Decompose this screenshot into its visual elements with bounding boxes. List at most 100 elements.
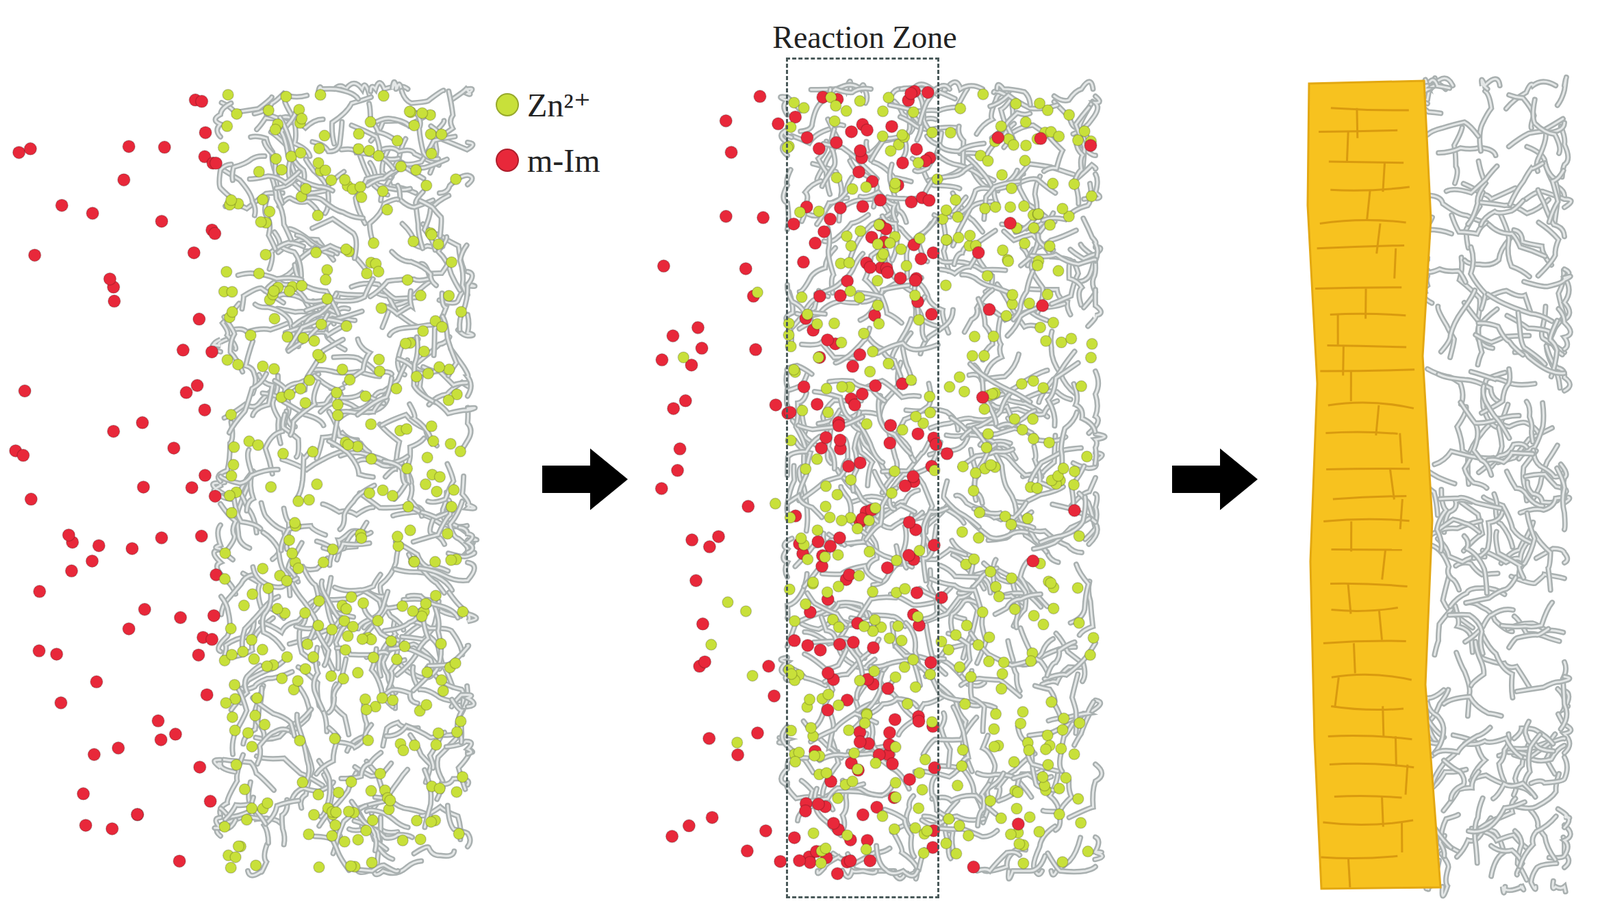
membrane-fiber — [1493, 783, 1536, 799]
crystal-boundary — [1326, 468, 1410, 469]
zinc-ion — [240, 814, 252, 825]
methylimidazole — [122, 622, 135, 635]
membrane-fiber — [1482, 385, 1509, 439]
methylimidazole — [207, 609, 220, 622]
zinc-ion — [281, 651, 293, 663]
membrane-fiber-highlight — [392, 510, 453, 517]
crystal-boundary — [1382, 161, 1386, 192]
membrane-fiber — [389, 324, 437, 335]
zinc-ion — [259, 718, 271, 730]
crystal-boundary — [1390, 469, 1395, 500]
crystal-boundary — [1348, 857, 1351, 888]
zinc-ion — [245, 329, 257, 341]
zinc-ion — [242, 727, 254, 739]
membrane-fiber — [822, 566, 882, 582]
zinc-ion — [450, 173, 462, 185]
methylimidazole — [55, 199, 68, 212]
crystal-boundary — [1355, 108, 1359, 139]
membrane-fiber-highlight — [281, 525, 326, 551]
membrane-fiber-highlight — [797, 780, 813, 821]
crystal-boundary — [1317, 245, 1405, 248]
membrane-fiber — [1068, 260, 1082, 305]
zinc-ion — [303, 494, 315, 506]
membrane-fiber — [1520, 497, 1566, 513]
membrane-fiber — [391, 251, 437, 286]
methylimidazole — [136, 416, 149, 429]
methylimidazole — [195, 95, 209, 108]
crystal-boundary — [1328, 402, 1414, 409]
membrane-fiber-highlight — [357, 377, 392, 415]
membrane-fiber — [238, 273, 302, 281]
membrane-fiber — [292, 583, 317, 644]
membrane-fiber-highlight — [798, 416, 863, 430]
membrane-fiber-highlight — [1526, 401, 1533, 443]
membrane-fiber — [401, 90, 444, 104]
zinc-ion — [437, 685, 449, 697]
membrane-fiber-highlight — [297, 714, 310, 782]
zinc-ion — [345, 860, 357, 872]
membrane-fiber — [1481, 78, 1501, 90]
membrane-fiber-highlight — [983, 181, 1019, 220]
membrane-fiber-highlight — [1506, 471, 1544, 507]
methylimidazole — [193, 760, 207, 773]
crystal-boundary — [1334, 795, 1403, 798]
membrane-fiber — [414, 846, 455, 856]
zinc-ion — [408, 555, 420, 567]
crystal-boundary — [1327, 345, 1407, 348]
membrane-fiber-highlight — [1509, 163, 1543, 205]
crystal-boundary — [1350, 371, 1353, 402]
zinc-ion — [340, 644, 352, 656]
membrane-fiber-highlight — [451, 89, 473, 101]
crystal-boundary — [1346, 132, 1349, 163]
membrane-fiber — [1508, 95, 1535, 129]
membrane-fiber-highlight — [1438, 147, 1496, 156]
zinc-ion — [317, 556, 329, 568]
membrane-fiber — [1519, 816, 1557, 867]
crystal-boundary — [1329, 763, 1414, 767]
membrane-fiber — [1449, 614, 1483, 654]
zinc-ion — [249, 709, 261, 721]
zinc-ion — [257, 360, 269, 372]
methylimidazole — [193, 312, 206, 326]
crystal-boundary — [1350, 521, 1353, 552]
methylimidazole — [33, 585, 46, 598]
crystal-boundary — [1395, 735, 1396, 767]
membrane-fiber — [1427, 269, 1466, 283]
methylimidazole — [208, 227, 222, 240]
membrane-fiber-highlight — [835, 328, 871, 364]
zinc-ion — [451, 726, 463, 738]
zinc-ion — [340, 603, 352, 615]
membrane-fiber — [1530, 757, 1568, 784]
membrane-fiber-highlight — [1441, 853, 1449, 897]
zinc-ion — [375, 302, 387, 314]
membrane-fiber-highlight — [1508, 95, 1535, 129]
methylimidazole — [174, 611, 187, 624]
zinc-ion — [308, 651, 320, 663]
membrane-fiber — [1095, 434, 1106, 465]
membrane-fiber-highlight — [829, 711, 842, 758]
membrane-fiber-highlight — [866, 698, 917, 715]
membrane-fiber-highlight — [340, 485, 375, 530]
zinc-ion — [362, 734, 374, 746]
membrane-fiber-highlight — [927, 136, 984, 152]
membrane-fiber — [983, 181, 1019, 220]
membrane-fiber-highlight — [877, 343, 938, 354]
membrane-fiber — [1478, 323, 1524, 355]
zinc-ion — [260, 249, 272, 261]
methylimidazole — [112, 742, 125, 755]
crystal-boundary — [1331, 674, 1412, 680]
crystal-boundary — [1328, 161, 1404, 163]
methylimidazole — [92, 539, 105, 552]
membrane-fiber — [334, 574, 381, 591]
crystal-boundary — [1405, 764, 1408, 795]
zinc-ion — [257, 194, 269, 206]
zinc-ion — [221, 266, 233, 278]
zinc-ion — [308, 335, 320, 347]
zinc-ion — [225, 507, 237, 519]
membrane-fiber — [835, 328, 871, 364]
membrane-fiber — [357, 377, 392, 415]
crystal-boundary — [1335, 677, 1340, 708]
membrane-fiber — [797, 780, 813, 821]
zinc-ion — [352, 833, 364, 845]
methylimidazole — [137, 480, 150, 493]
